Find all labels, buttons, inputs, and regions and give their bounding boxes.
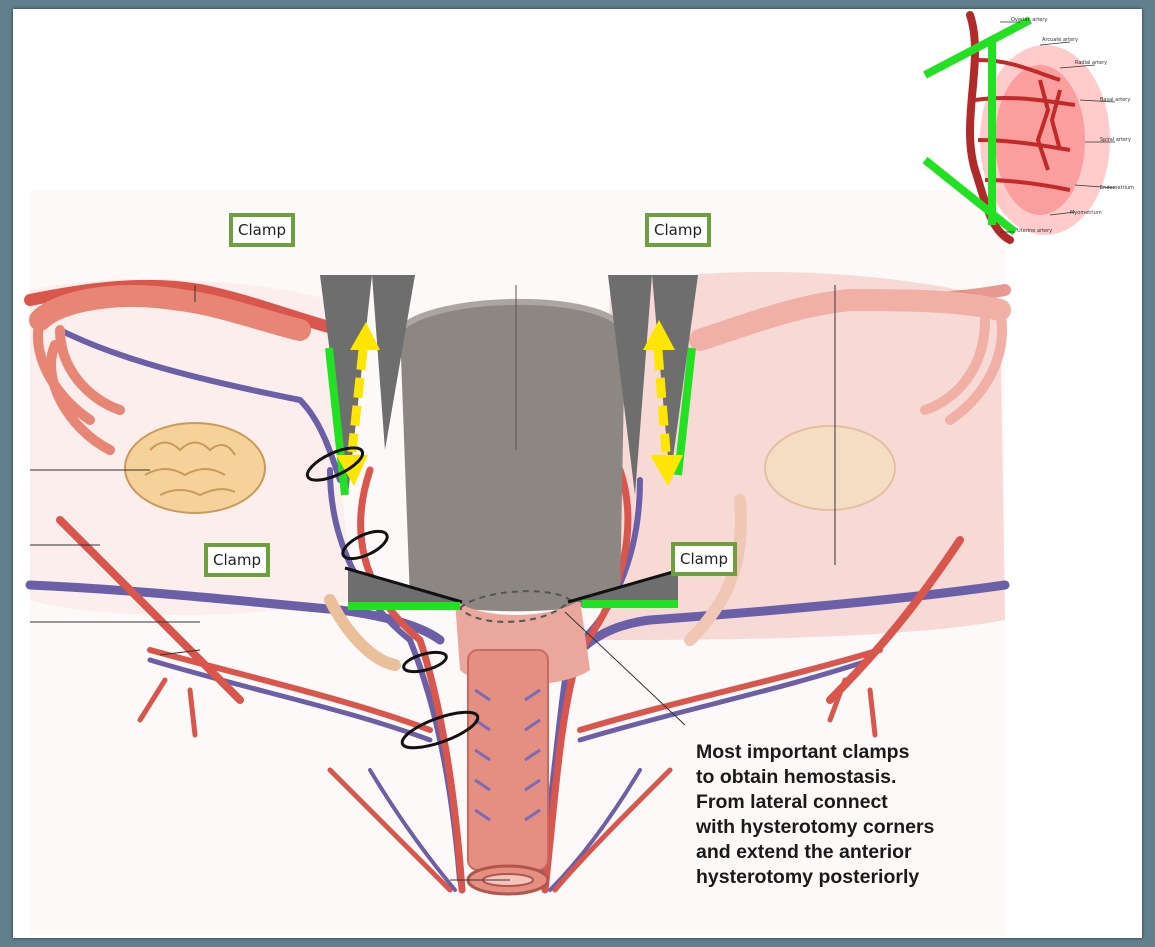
caption-line: Most important clamps xyxy=(696,740,1006,765)
inset-label-spiral-artery: Spiral artery xyxy=(1100,137,1131,143)
clamp-label-top-left: Clamp xyxy=(229,213,295,247)
clamp-label-mid-right: Clamp xyxy=(671,542,737,576)
ovary-right xyxy=(765,426,895,510)
inset-label-radial-artery: Radial artery xyxy=(1075,60,1107,66)
inset-label-myometrium: Myometrium xyxy=(1070,210,1102,216)
hemostasis-caption: Most important clamps to obtain hemostas… xyxy=(696,740,1006,890)
ovary-left xyxy=(125,423,265,513)
caption-line: to obtain hemostasis. xyxy=(696,765,1006,790)
inset-label-basal-artery: Basal artery xyxy=(1100,97,1130,103)
inset-label-endometrium: Endometrium xyxy=(1100,185,1134,191)
inset-label-arcuate-artery: Arcuate artery xyxy=(1042,37,1078,43)
uterus-gray-overlay xyxy=(400,302,625,611)
caption-line: and extend the anterior xyxy=(696,840,1006,865)
clamp-label-top-right: Clamp xyxy=(645,213,711,247)
inset-label-ovarian-artery: Ovarian artery xyxy=(1011,17,1047,23)
cervix-vagina xyxy=(468,650,548,870)
inset-label-uterine-artery: Uterine artery xyxy=(1017,228,1052,234)
clamp-label-mid-left: Clamp xyxy=(204,543,270,577)
caption-line: with hysterotomy corners xyxy=(696,815,1006,840)
caption-line: From lateral connect xyxy=(696,790,1006,815)
caption-line: hysterotomy posteriorly xyxy=(696,865,1006,890)
